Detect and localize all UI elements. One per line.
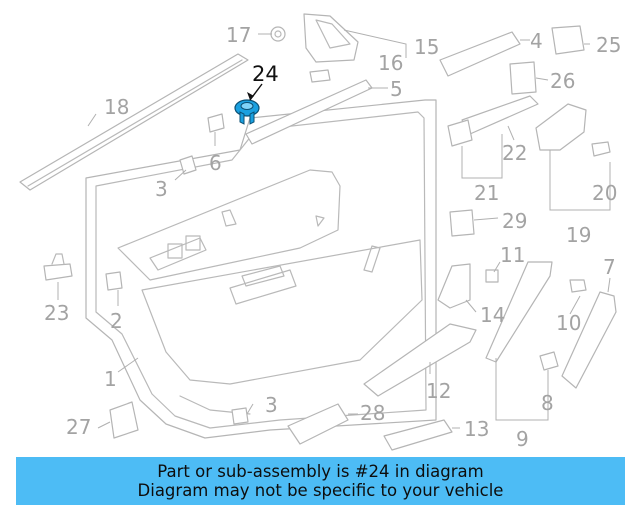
part-label-16: 16 (378, 51, 403, 75)
door-trim-panel (85, 99, 437, 439)
part-label-24: 24 (252, 62, 279, 86)
part-label-26: 26 (550, 69, 575, 93)
rail-9 (485, 261, 553, 363)
push-retainer-24 (234, 99, 260, 125)
screw-11 (485, 269, 499, 283)
switch-21 (447, 119, 473, 147)
part-label-6: 6 (209, 151, 222, 175)
clip-8 (539, 351, 559, 371)
clip-2 (105, 271, 123, 291)
mirror-trim-bracket (303, 13, 359, 63)
leader-lines (57, 29, 611, 429)
trim-12 (363, 323, 477, 397)
part-label-27: 27 (66, 415, 91, 439)
clip-3-upper (179, 155, 197, 175)
switch-bezel-4 (439, 31, 521, 77)
part-label-10: 10 (556, 311, 581, 335)
part-label-3a: 3 (155, 177, 168, 201)
part-label-25: 25 (596, 33, 621, 57)
part-label-19: 19 (566, 223, 591, 247)
clip-6 (207, 113, 225, 133)
part-number-labels: 1 2 3 3 4 5 6 7 8 9 10 11 12 13 14 15 16… (44, 23, 621, 451)
bracket-27 (109, 401, 139, 439)
banner-line-disclaimer: Diagram may not be specific to your vehi… (137, 481, 504, 500)
screw-10 (569, 279, 587, 293)
switch-25 (551, 25, 585, 55)
retainer-23 (43, 263, 73, 281)
banner-line-part: Part or sub-assembly is #24 in diagram (157, 462, 484, 481)
screw-20 (591, 141, 611, 157)
part-label-14: 14 (480, 303, 505, 327)
part-label-17: 17 (226, 23, 251, 47)
part-label-2: 2 (110, 309, 123, 333)
retainer-17 (270, 26, 286, 42)
part-label-29: 29 (502, 209, 527, 233)
handle-bezel-22 (461, 95, 539, 135)
switch-28 (287, 403, 349, 445)
part-label-15: 15 (414, 35, 439, 59)
part-label-9: 9 (516, 427, 529, 451)
part-label-7: 7 (603, 255, 616, 279)
clip-3-lower (231, 407, 249, 425)
switch-13 (383, 419, 453, 451)
part-label-8: 8 (541, 391, 554, 415)
part-label-22: 22 (502, 141, 527, 165)
part-label-28: 28 (360, 401, 385, 425)
part-label-1: 1 (104, 367, 117, 391)
part-label-13: 13 (464, 417, 489, 441)
switch-29 (449, 209, 475, 237)
part-label-18: 18 (104, 95, 129, 119)
reflector-14 (437, 263, 471, 309)
part-label-11: 11 (500, 243, 525, 267)
part-label-3b: 3 (265, 393, 278, 417)
door-belt-molding (19, 53, 249, 191)
part-label-4: 4 (530, 29, 543, 53)
strip-7 (561, 291, 617, 389)
part-label-20: 20 (592, 181, 617, 205)
part-label-23: 23 (44, 301, 69, 325)
handle-19 (535, 103, 587, 151)
switch-26 (509, 61, 537, 95)
info-banner: Part or sub-assembly is #24 in diagram D… (16, 457, 625, 505)
part-label-5: 5 (390, 77, 403, 101)
clip-16 (309, 69, 331, 83)
part-label-12: 12 (426, 379, 451, 403)
part-label-21: 21 (474, 181, 499, 205)
